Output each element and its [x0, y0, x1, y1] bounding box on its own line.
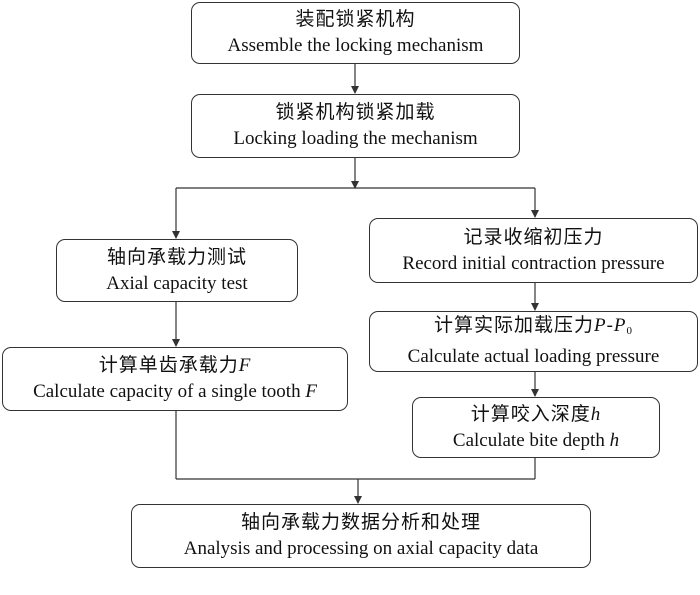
step-single-zh-var: F — [238, 355, 252, 376]
step-locking-en: Locking loading the mechanism — [233, 128, 478, 149]
step-single-en-text: Calculate capacity of a single tooth — [33, 381, 306, 402]
step-axial-en: Axial capacity test — [106, 272, 248, 294]
step-single-zh: 计算单齿承载力F — [99, 353, 252, 379]
step-record-zh: 记录收缩初压力 — [463, 226, 604, 248]
step-actual-zh-var-p: P — [593, 315, 607, 336]
step-actual-en: Calculate actual loading pressure — [407, 346, 660, 367]
step-bite-en-text: Calculate bite depth — [452, 429, 610, 451]
step-actual-zh: 计算实际加载压力P-P0 — [434, 313, 633, 344]
step-analysis-zh: 轴向承载力数据分析和处理 — [240, 512, 481, 533]
step-record: 记录收缩初压力 Record initial contraction press… — [369, 218, 698, 283]
step-actual-pressure: 计算实际加载压力P-P0 Calculate actual loading pr… — [369, 311, 698, 372]
step-bite-en-var: h — [609, 429, 620, 451]
step-bite-en: Calculate bite depth h — [453, 428, 619, 454]
step-analysis: 轴向承载力数据分析和处理 Analysis and processing on … — [131, 504, 591, 568]
step-bite-zh-var: h — [590, 403, 602, 425]
step-bite-zh: 计算咬入深度h — [471, 402, 602, 428]
step-actual-zh-sub: 0 — [626, 325, 634, 337]
step-locking: 锁紧机构锁紧加载 Locking loading the mechanism — [191, 94, 520, 158]
step-bite-depth: 计算咬入深度h Calculate bite depth h — [412, 397, 660, 458]
step-analysis-en: Analysis and processing on axial capacit… — [183, 538, 539, 559]
step-single-zh-text: 计算单齿承载力 — [98, 355, 239, 376]
step-actual-zh-dash: - — [606, 315, 614, 336]
step-assemble-en: Assemble the locking mechanism — [227, 35, 484, 56]
step-record-en: Record initial contraction pressure — [402, 252, 665, 274]
step-actual-zh-text: 计算实际加载压力 — [433, 315, 594, 336]
step-single-en: Calculate capacity of a single tooth F — [33, 379, 317, 405]
step-bite-zh-text: 计算咬入深度 — [470, 403, 591, 425]
step-axial-zh: 轴向承载力测试 — [106, 246, 247, 268]
step-axial-test: 轴向承载力测试 Axial capacity test — [56, 239, 298, 302]
step-assemble-zh: 装配锁紧机构 — [295, 9, 416, 30]
step-single-en-var: F — [305, 381, 317, 402]
step-single-tooth: 计算单齿承载力F Calculate capacity of a single … — [2, 347, 348, 411]
step-assemble: 装配锁紧机构 Assemble the locking mechanism — [191, 2, 520, 64]
step-actual-zh-var-p0: P — [613, 315, 627, 336]
step-locking-zh: 锁紧机构锁紧加载 — [275, 102, 436, 123]
